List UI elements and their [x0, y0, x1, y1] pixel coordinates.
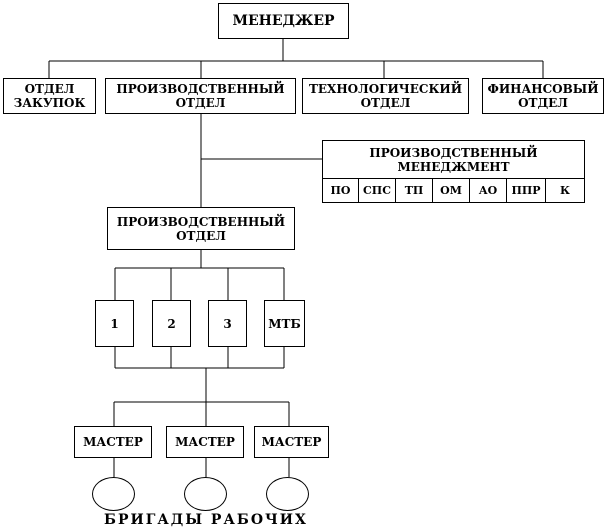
production-management-box: ПРОИЗВОДСТВЕННЫЙ МЕНЕДЖМЕНТ — [322, 140, 585, 179]
department-technology-box: ТЕХНОЛОГИЧЕСКИЙ ОТДЕЛ — [302, 78, 469, 114]
pm-cell: ТП — [395, 178, 433, 203]
pm-cell: К — [545, 178, 585, 203]
unit-box: МТБ — [264, 300, 305, 347]
brigade-oval — [92, 477, 135, 511]
production-management-line1: ПРОИЗВОДСТВЕННЫЙ — [369, 145, 538, 160]
pm-cell: АО — [469, 178, 507, 203]
production-department-box: ПРОИЗВОДСТВЕННЫЙ ОТДЕЛ — [107, 207, 295, 250]
pm-cell: ОМ — [432, 178, 470, 203]
production-department-line2: ОТДЕЛ — [176, 228, 226, 243]
department-label-line1: ПРОИЗВОДСТВЕННЫЙ — [116, 82, 285, 96]
department-finance-box: ФИНАНСОВЫЙ ОТДЕЛ — [482, 78, 604, 114]
brigade-oval — [266, 477, 309, 511]
department-label-line1: ТЕХНОЛОГИЧЕСКИЙ — [308, 82, 463, 96]
brigades-caption: БРИГАДЫ РАБОЧИХ — [104, 512, 308, 528]
department-purchasing-box: ОТДЕЛ ЗАКУПОК — [3, 78, 96, 114]
department-label-line1: ФИНАНСОВЫЙ — [487, 82, 599, 96]
unit-box: 2 — [152, 300, 191, 347]
master-box: МАСТЕР — [166, 426, 244, 458]
pm-cell: ППР — [506, 178, 546, 203]
brigade-oval — [184, 477, 227, 511]
unit-box: 1 — [95, 300, 134, 347]
unit-box: 3 — [208, 300, 247, 347]
department-label-line2: ОТДЕЛ — [175, 96, 226, 110]
master-box: МАСТЕР — [254, 426, 329, 458]
master-box: МАСТЕР — [74, 426, 152, 458]
production-management-line2: МЕНЕДЖМЕНТ — [397, 159, 510, 174]
pm-cell: ПО — [322, 178, 359, 203]
department-label-line1: ОТДЕЛ — [24, 82, 75, 96]
manager-box: МЕНЕДЖЕР — [218, 3, 349, 39]
production-department-line1: ПРОИЗВОДСТВЕННЫЙ — [116, 214, 286, 229]
manager-label: МЕНЕДЖЕР — [232, 13, 335, 29]
department-label-line2: ЗАКУПОК — [13, 96, 86, 110]
pm-cell: СПС — [358, 178, 396, 203]
department-label-line2: ОТДЕЛ — [518, 96, 568, 110]
department-label-line2: ОТДЕЛ — [360, 96, 411, 110]
department-production-box: ПРОИЗВОДСТВЕННЫЙ ОТДЕЛ — [105, 78, 296, 114]
